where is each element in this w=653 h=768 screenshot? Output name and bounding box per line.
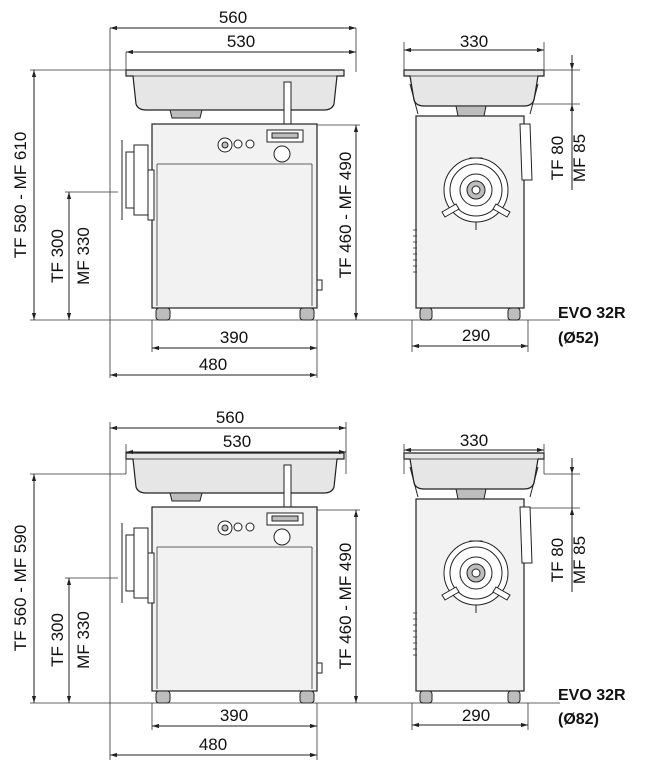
dim-height-outlet-mf: MF 330 bbox=[74, 227, 93, 285]
dim-tray-height-tf: TF 80 bbox=[548, 136, 567, 180]
model-label: EVO 32R bbox=[558, 687, 626, 704]
dim-width-base: 480 bbox=[199, 355, 227, 374]
dim-height-outlet-mf: MF 330 bbox=[74, 611, 93, 669]
dim-width-base: 480 bbox=[199, 735, 227, 754]
dim-side-width-body: 290 bbox=[462, 706, 490, 725]
dim-height-total: TF 580 - MF 610 bbox=[11, 132, 30, 259]
dim-width-body: 390 bbox=[220, 706, 248, 725]
dim-width-body: 390 bbox=[220, 328, 248, 347]
dim-side-width-body: 290 bbox=[462, 326, 490, 345]
front-view: 560 530 390 480 TF 560 - MF 590 TF 300 M… bbox=[11, 408, 560, 760]
diameter-label: (Ø52) bbox=[558, 330, 599, 347]
drawing-lower: 560 530 390 480 TF 560 - MF 590 TF 300 M… bbox=[11, 408, 626, 760]
dim-height-outlet-tf: TF 300 bbox=[48, 613, 67, 667]
dim-width-tray: 530 bbox=[227, 32, 255, 51]
drawing-upper: 560 530 390 480 TF 580 - MF 610 TF 300 M… bbox=[11, 8, 626, 378]
dim-height-total: TF 560 - MF 590 bbox=[11, 525, 30, 652]
dim-height-outlet-tf: TF 300 bbox=[48, 229, 67, 283]
dim-tray-height-tf: TF 80 bbox=[548, 538, 567, 582]
front-view: 560 530 390 480 TF 580 - MF 610 TF 300 M… bbox=[11, 8, 560, 378]
dim-tray-height-mf: MF 85 bbox=[570, 134, 589, 182]
diameter-label: (Ø82) bbox=[558, 711, 599, 728]
dim-height-body: TF 460 - MF 490 bbox=[336, 543, 355, 670]
side-view: 330 290 TF 80 MF 85 bbox=[403, 431, 589, 730]
dim-width-tray: 530 bbox=[223, 432, 251, 451]
dim-side-width-tray: 330 bbox=[460, 431, 488, 450]
dim-height-body: TF 460 - MF 490 bbox=[336, 152, 355, 279]
dim-tray-height-mf: MF 85 bbox=[570, 536, 589, 584]
dim-width-outer: 560 bbox=[216, 408, 244, 427]
model-label: EVO 32R bbox=[558, 305, 626, 322]
dim-width-outer: 560 bbox=[219, 8, 247, 27]
dim-side-width-tray: 330 bbox=[460, 32, 488, 51]
side-view: 330 290 TF 80 MF 85 bbox=[403, 32, 589, 352]
